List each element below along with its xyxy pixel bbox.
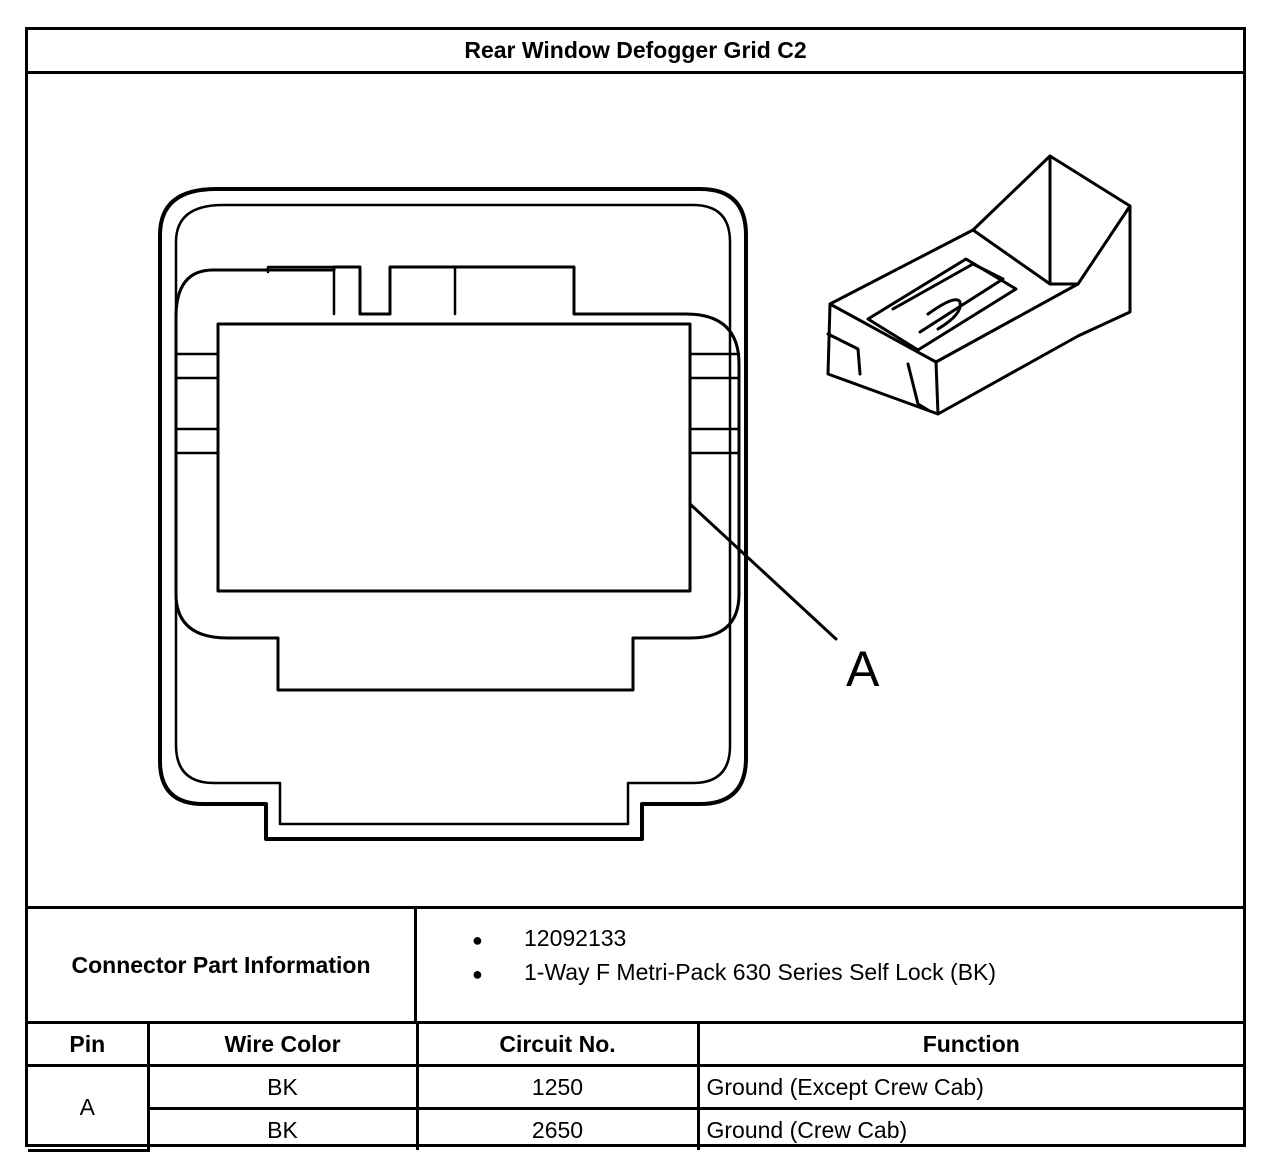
circuit-cell: 2650 [415,1107,700,1150]
bullet-icon: ● [472,930,483,950]
wire-color-cell: BK [146,1064,419,1110]
pin-table: Pin Wire Color Circuit No. Function A BK… [28,1024,1243,1152]
circuit-cell: 1250 [415,1064,700,1110]
column-header-pin: Pin [28,1024,150,1067]
connector-part-info-list: ● 12092133 ● 1-Way F Metri-Pack 630 Series… [417,909,1243,1021]
part-number: 12092133 [524,925,627,951]
wire-color-cell: BK [148,1107,419,1150]
column-header-wire-color: Wire Color [146,1024,419,1067]
connector-face-diagram: A [158,154,1132,841]
page-title: Rear Window Defogger Grid C2 [28,30,1243,74]
table-header-row: Pin Wire Color Circuit No. Function [28,1024,1243,1067]
callout-label-a: A [846,641,880,697]
list-item: ● 12092133 [472,921,1243,955]
connector-isometric-view [826,154,1132,416]
connector-sheet: Rear Window Defogger Grid C2 [25,27,1246,1152]
list-item: ● 1-Way F Metri-Pack 630 Series Self Lock… [472,955,1243,989]
column-header-circuit: Circuit No. [415,1024,700,1067]
table-row: A BK 1250 Ground (Except Crew Cab) [28,1064,1243,1152]
pin-cell: A [28,1064,150,1152]
bullet-icon: ● [472,964,483,984]
connector-face-view [158,187,838,841]
column-header-function: Function [696,1024,1243,1067]
table-row: BK 2650 Ground (Crew Cab) [28,1107,1243,1150]
connector-part-info: Connector Part Information ● 12092133 ● 1-… [28,906,1243,1024]
connector-part-info-label: Connector Part Information [28,909,417,1021]
connector-description: 1-Way F Metri-Pack 630 Series Self Lock … [524,959,997,985]
terminal-cavity-a [216,322,692,593]
connector-drawing: A [28,74,1243,906]
callout-leader-line [688,502,838,641]
function-cell: Ground (Crew Cab) [696,1107,1243,1150]
function-cell: Ground (Except Crew Cab) [696,1064,1243,1110]
